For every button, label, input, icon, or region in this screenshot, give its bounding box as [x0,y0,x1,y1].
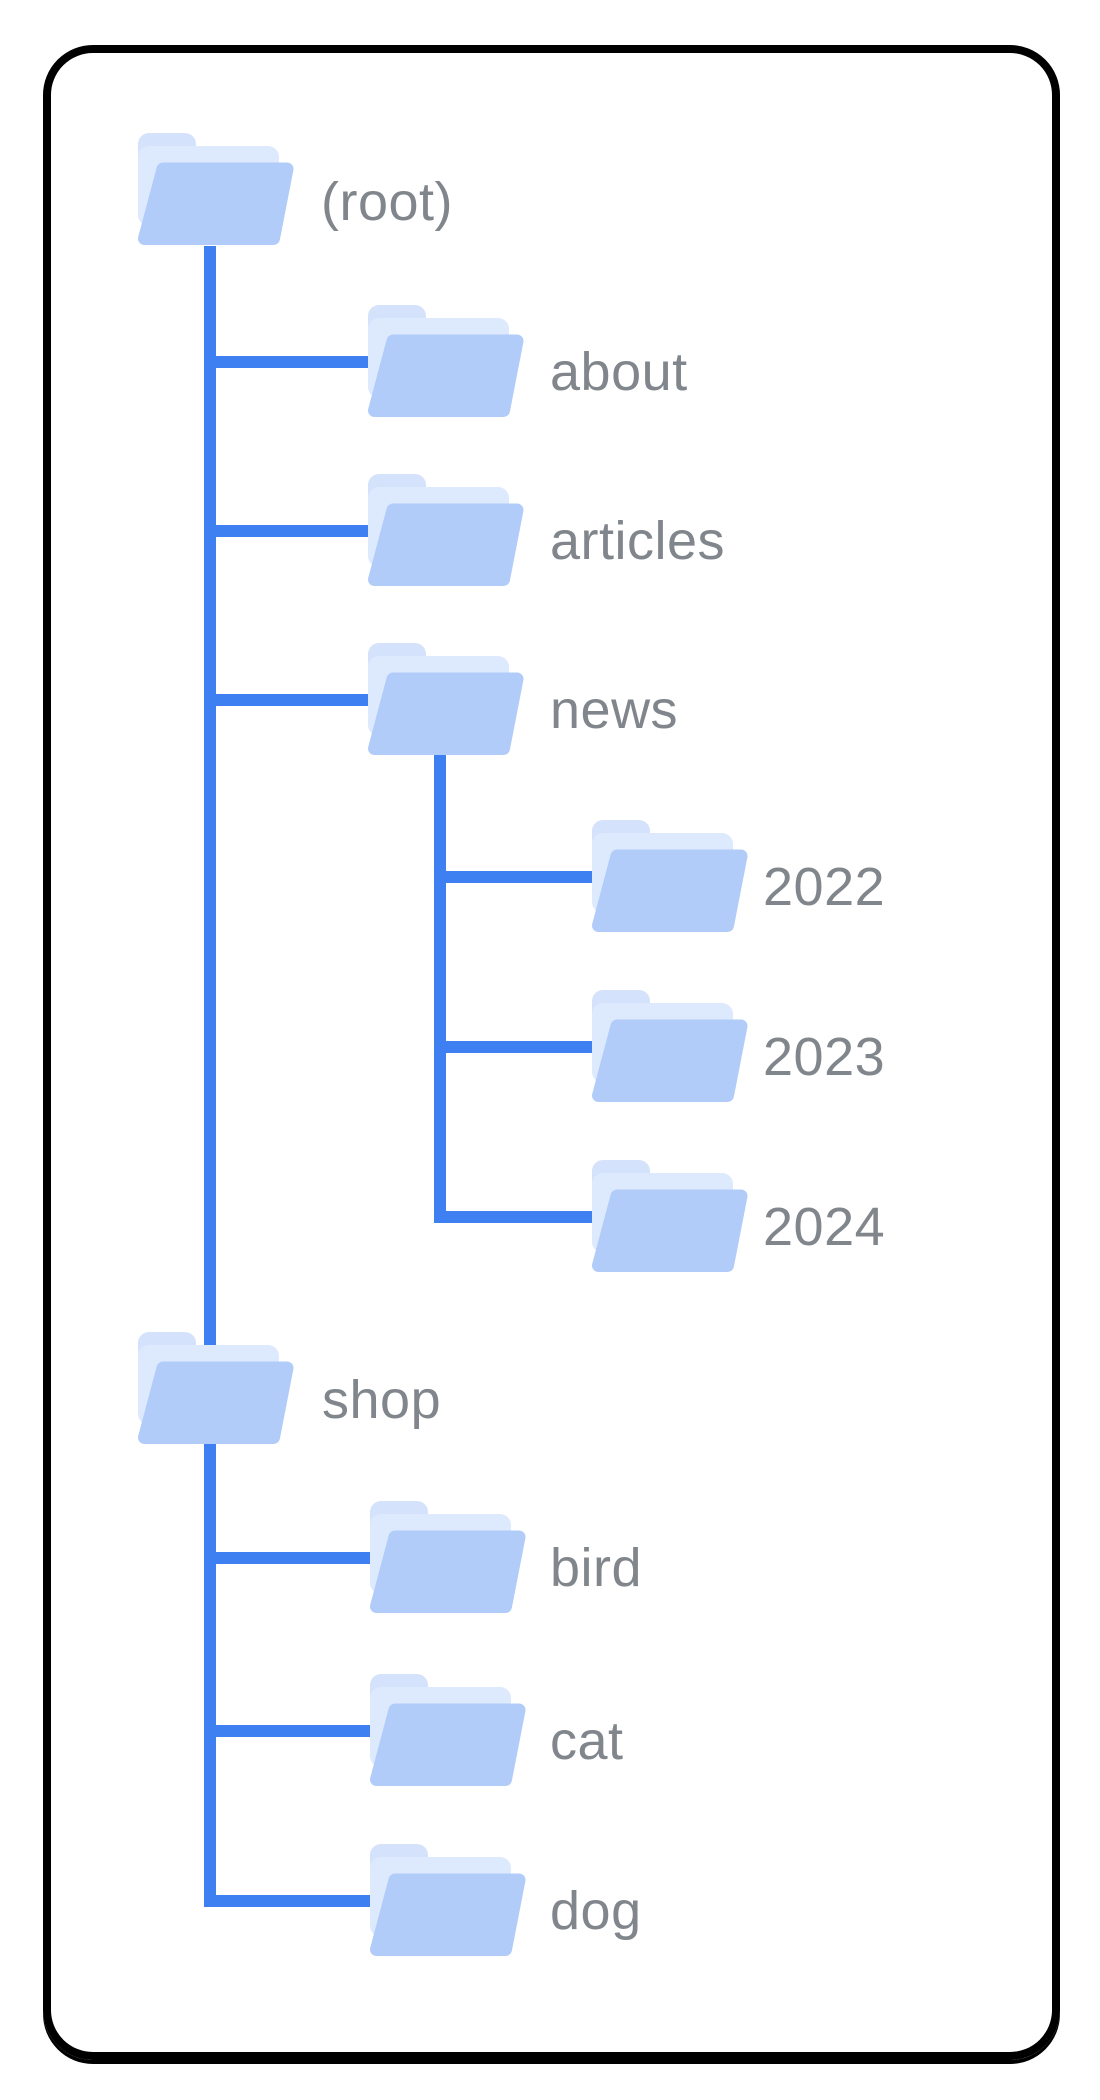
folder-icon-cat [370,1674,526,1786]
folder-icon-dog [370,1844,526,1956]
folder-label-cat: cat [550,1711,624,1771]
folder-icon-about [368,305,524,417]
folder-label-articles: articles [550,511,726,571]
folder-icon-shop [138,1332,294,1444]
folder-icon-news [368,643,524,755]
branch-2024-connector [434,1211,606,1223]
trunk-root-connector [204,246,216,1907]
folder-label-news: news [550,680,679,740]
folder-icon-2024 [592,1160,748,1272]
branch-about-connector [204,356,384,368]
branch-bird-connector [204,1552,384,1564]
folder-label-2024: 2024 [763,1197,886,1257]
branch-2023-connector [434,1041,606,1053]
rounded-frame [43,45,1060,2060]
folder-icon-2023 [592,990,748,1102]
folder-icon-root [138,133,294,245]
folder-label-root: (root) [321,172,454,232]
folder-label-2022: 2022 [763,857,886,917]
folder-label-dog: dog [550,1881,642,1941]
folder-icon-bird [370,1501,526,1613]
folder-label-2023: 2023 [763,1027,886,1087]
folder-label-about: about [550,342,688,402]
branch-articles-connector [204,525,384,537]
folder-icon-2022 [592,820,748,932]
branch-news-connector [204,694,384,706]
folder-label-bird: bird [550,1538,643,1598]
folder-icon-articles [368,474,524,586]
branch-dog-connector [204,1895,384,1907]
branch-cat-connector [204,1725,384,1737]
branch-2022-connector [434,871,606,883]
trunk-news-connector [434,755,446,1223]
folder-label-shop: shop [322,1370,442,1430]
